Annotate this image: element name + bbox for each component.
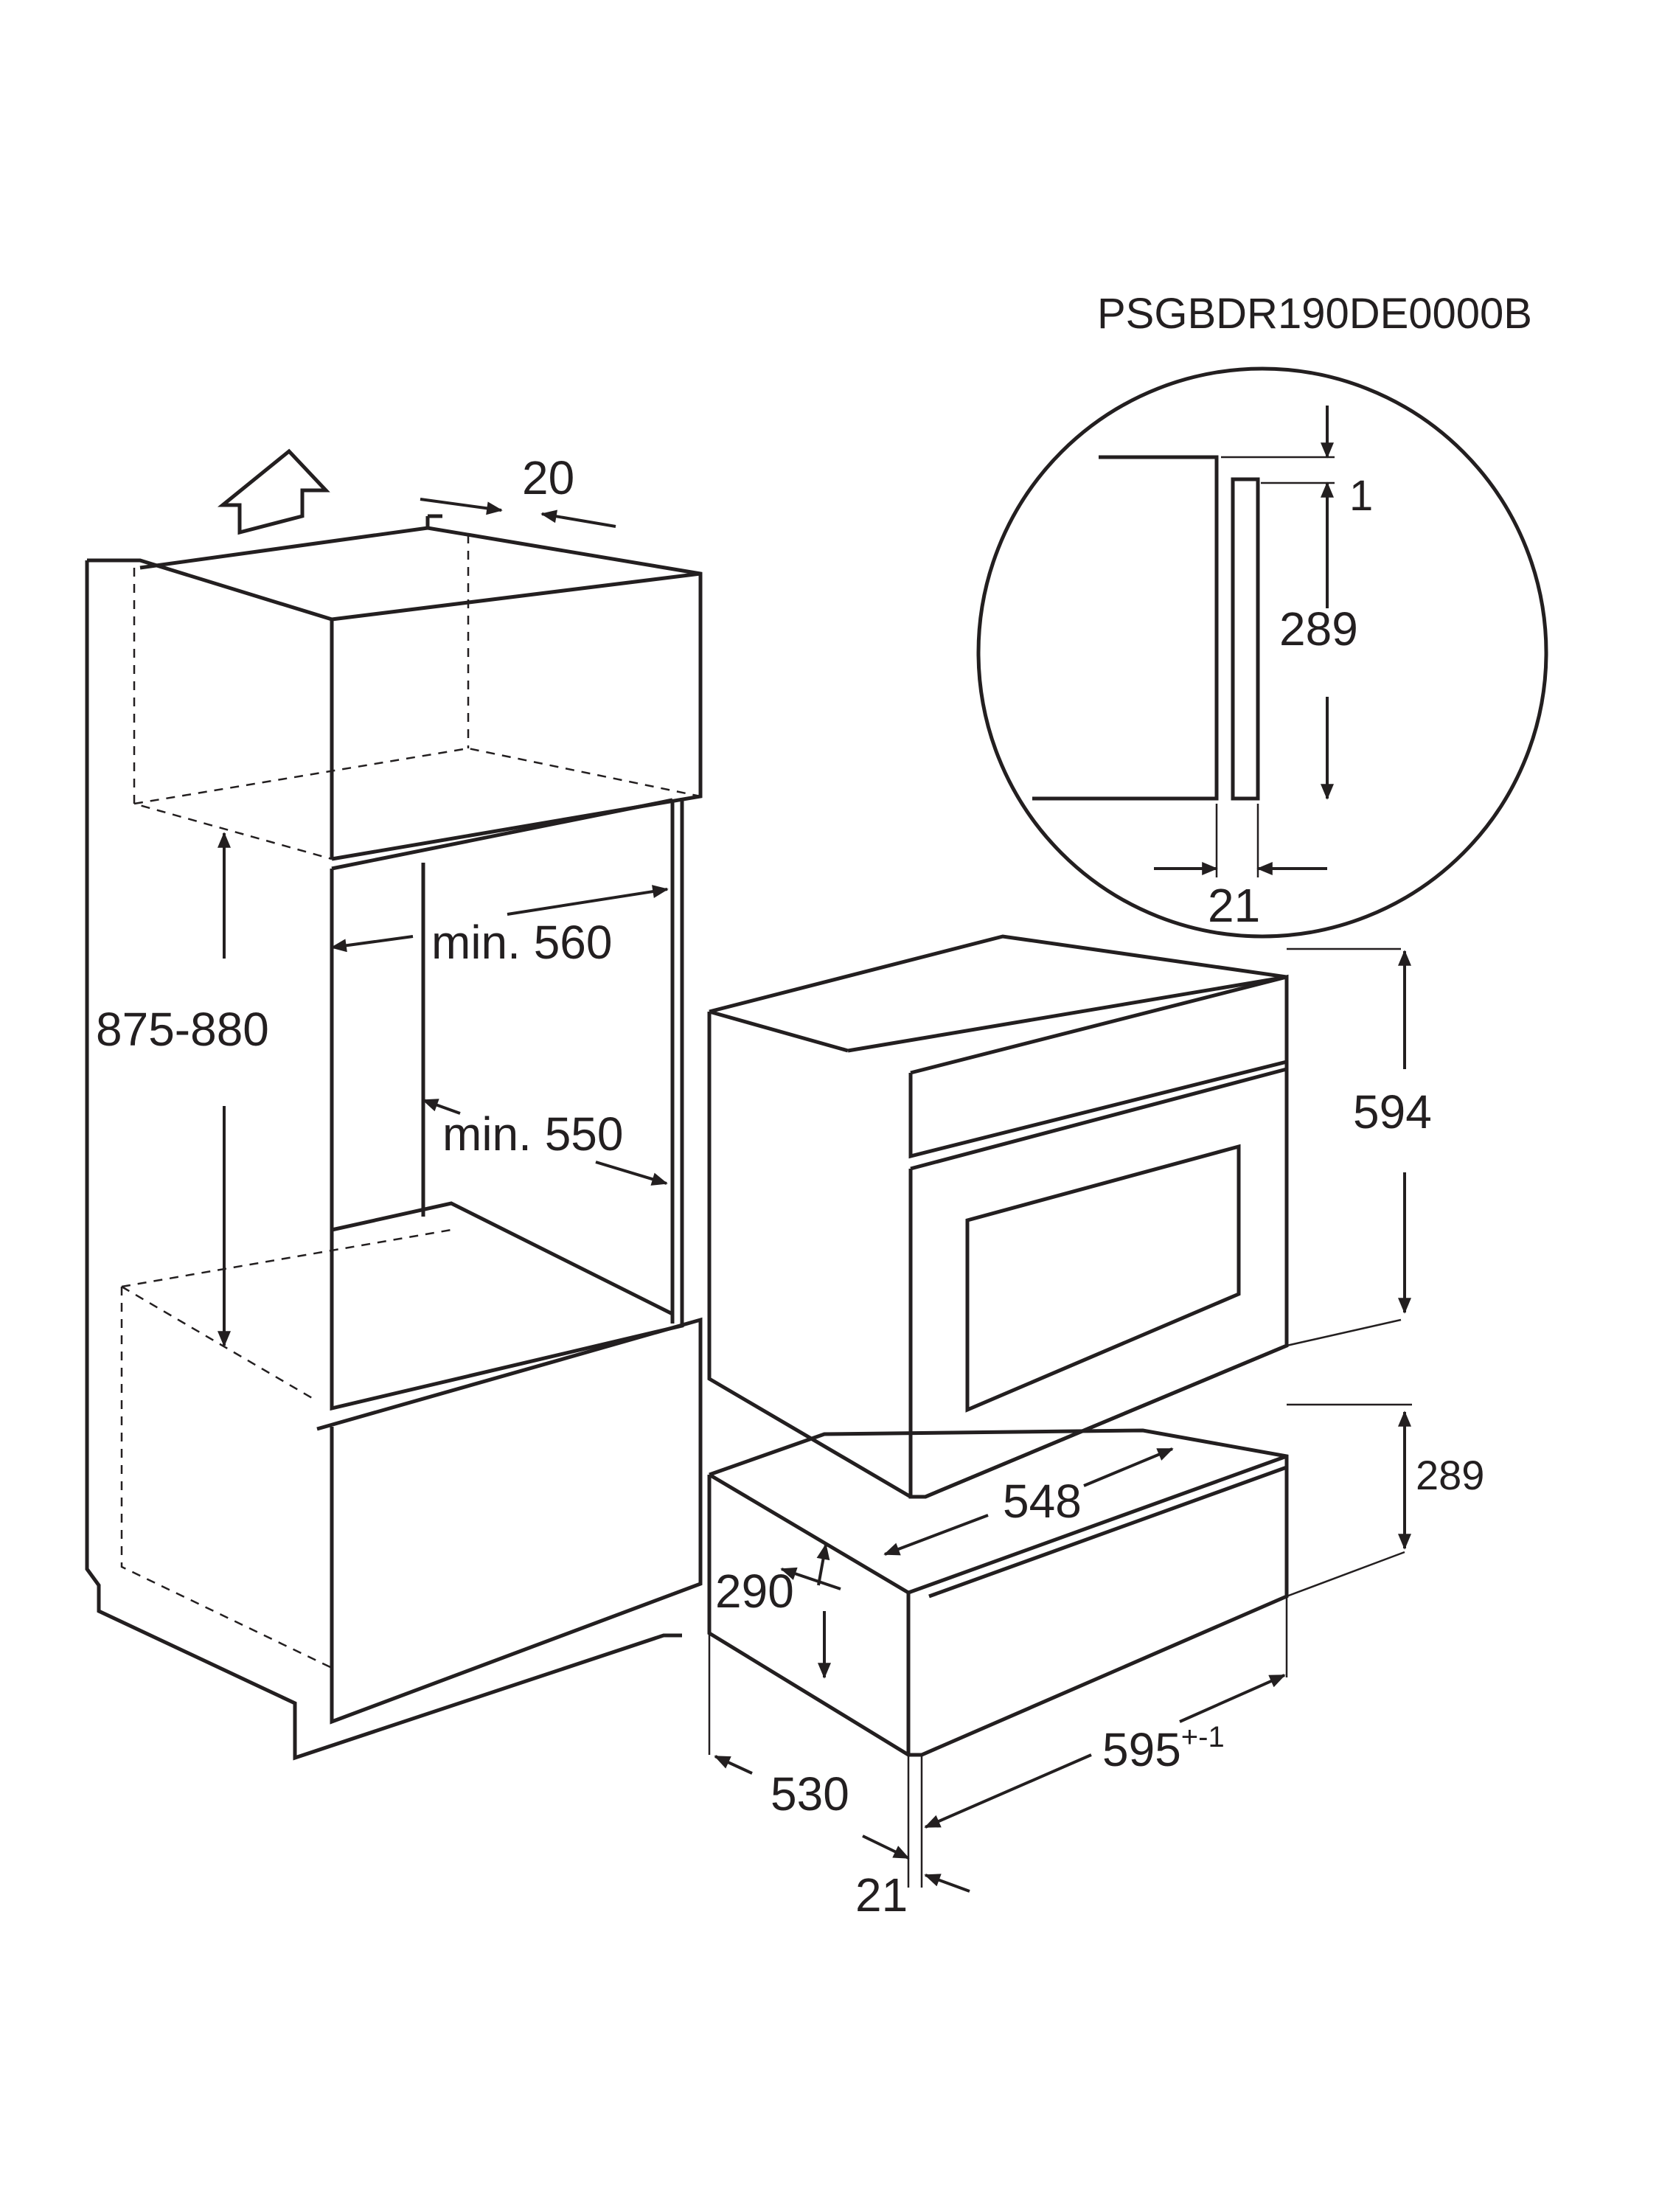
dim-niche-depth: min. 550 [442, 1107, 623, 1161]
oven-door [908, 1066, 1289, 1499]
dim-overall-width: 595+-1 [1102, 1721, 1225, 1776]
detail-circle [976, 366, 1548, 939]
dim-drawer-visible-height: 289 [1416, 1452, 1484, 1498]
dim-detail-height: 289 [1279, 602, 1358, 655]
oven-body [707, 934, 1289, 1499]
oven-window [965, 1144, 1241, 1413]
model-code: PSGBDR190DE0000B [1097, 290, 1532, 338]
top-box [139, 526, 703, 861]
ventilation-arrow-icon [217, 448, 330, 535]
cabinet-side-top [87, 558, 334, 859]
niche-frame [330, 798, 684, 1411]
dim-drawer-height: 290 [715, 1565, 794, 1618]
warming-drawer [707, 1403, 1412, 1893]
dim-niche-height: 875-880 [96, 1003, 269, 1056]
drawer-body [707, 1428, 1289, 1757]
tall-cabinet [85, 448, 703, 1761]
cabinet-dimensions [218, 498, 669, 1347]
lower-box [316, 1317, 703, 1725]
oven-control-panel [908, 974, 1289, 1159]
dim-niche-depth-top: 20 [522, 451, 574, 504]
dim-oven-height: 594 [1353, 1085, 1432, 1138]
dim-detail-front: 21 [1208, 879, 1260, 932]
cabinet-outline [85, 560, 682, 1761]
dim-niche-width: min. 560 [431, 916, 612, 969]
dim-detail-gap: 1 [1349, 472, 1373, 520]
dim-overall-depth: 530 [771, 1767, 849, 1820]
dim-drawer-depth: 548 [1003, 1475, 1082, 1528]
oven-appliance [707, 934, 1411, 1499]
dim-front-thickness: 21 [855, 1868, 908, 1921]
